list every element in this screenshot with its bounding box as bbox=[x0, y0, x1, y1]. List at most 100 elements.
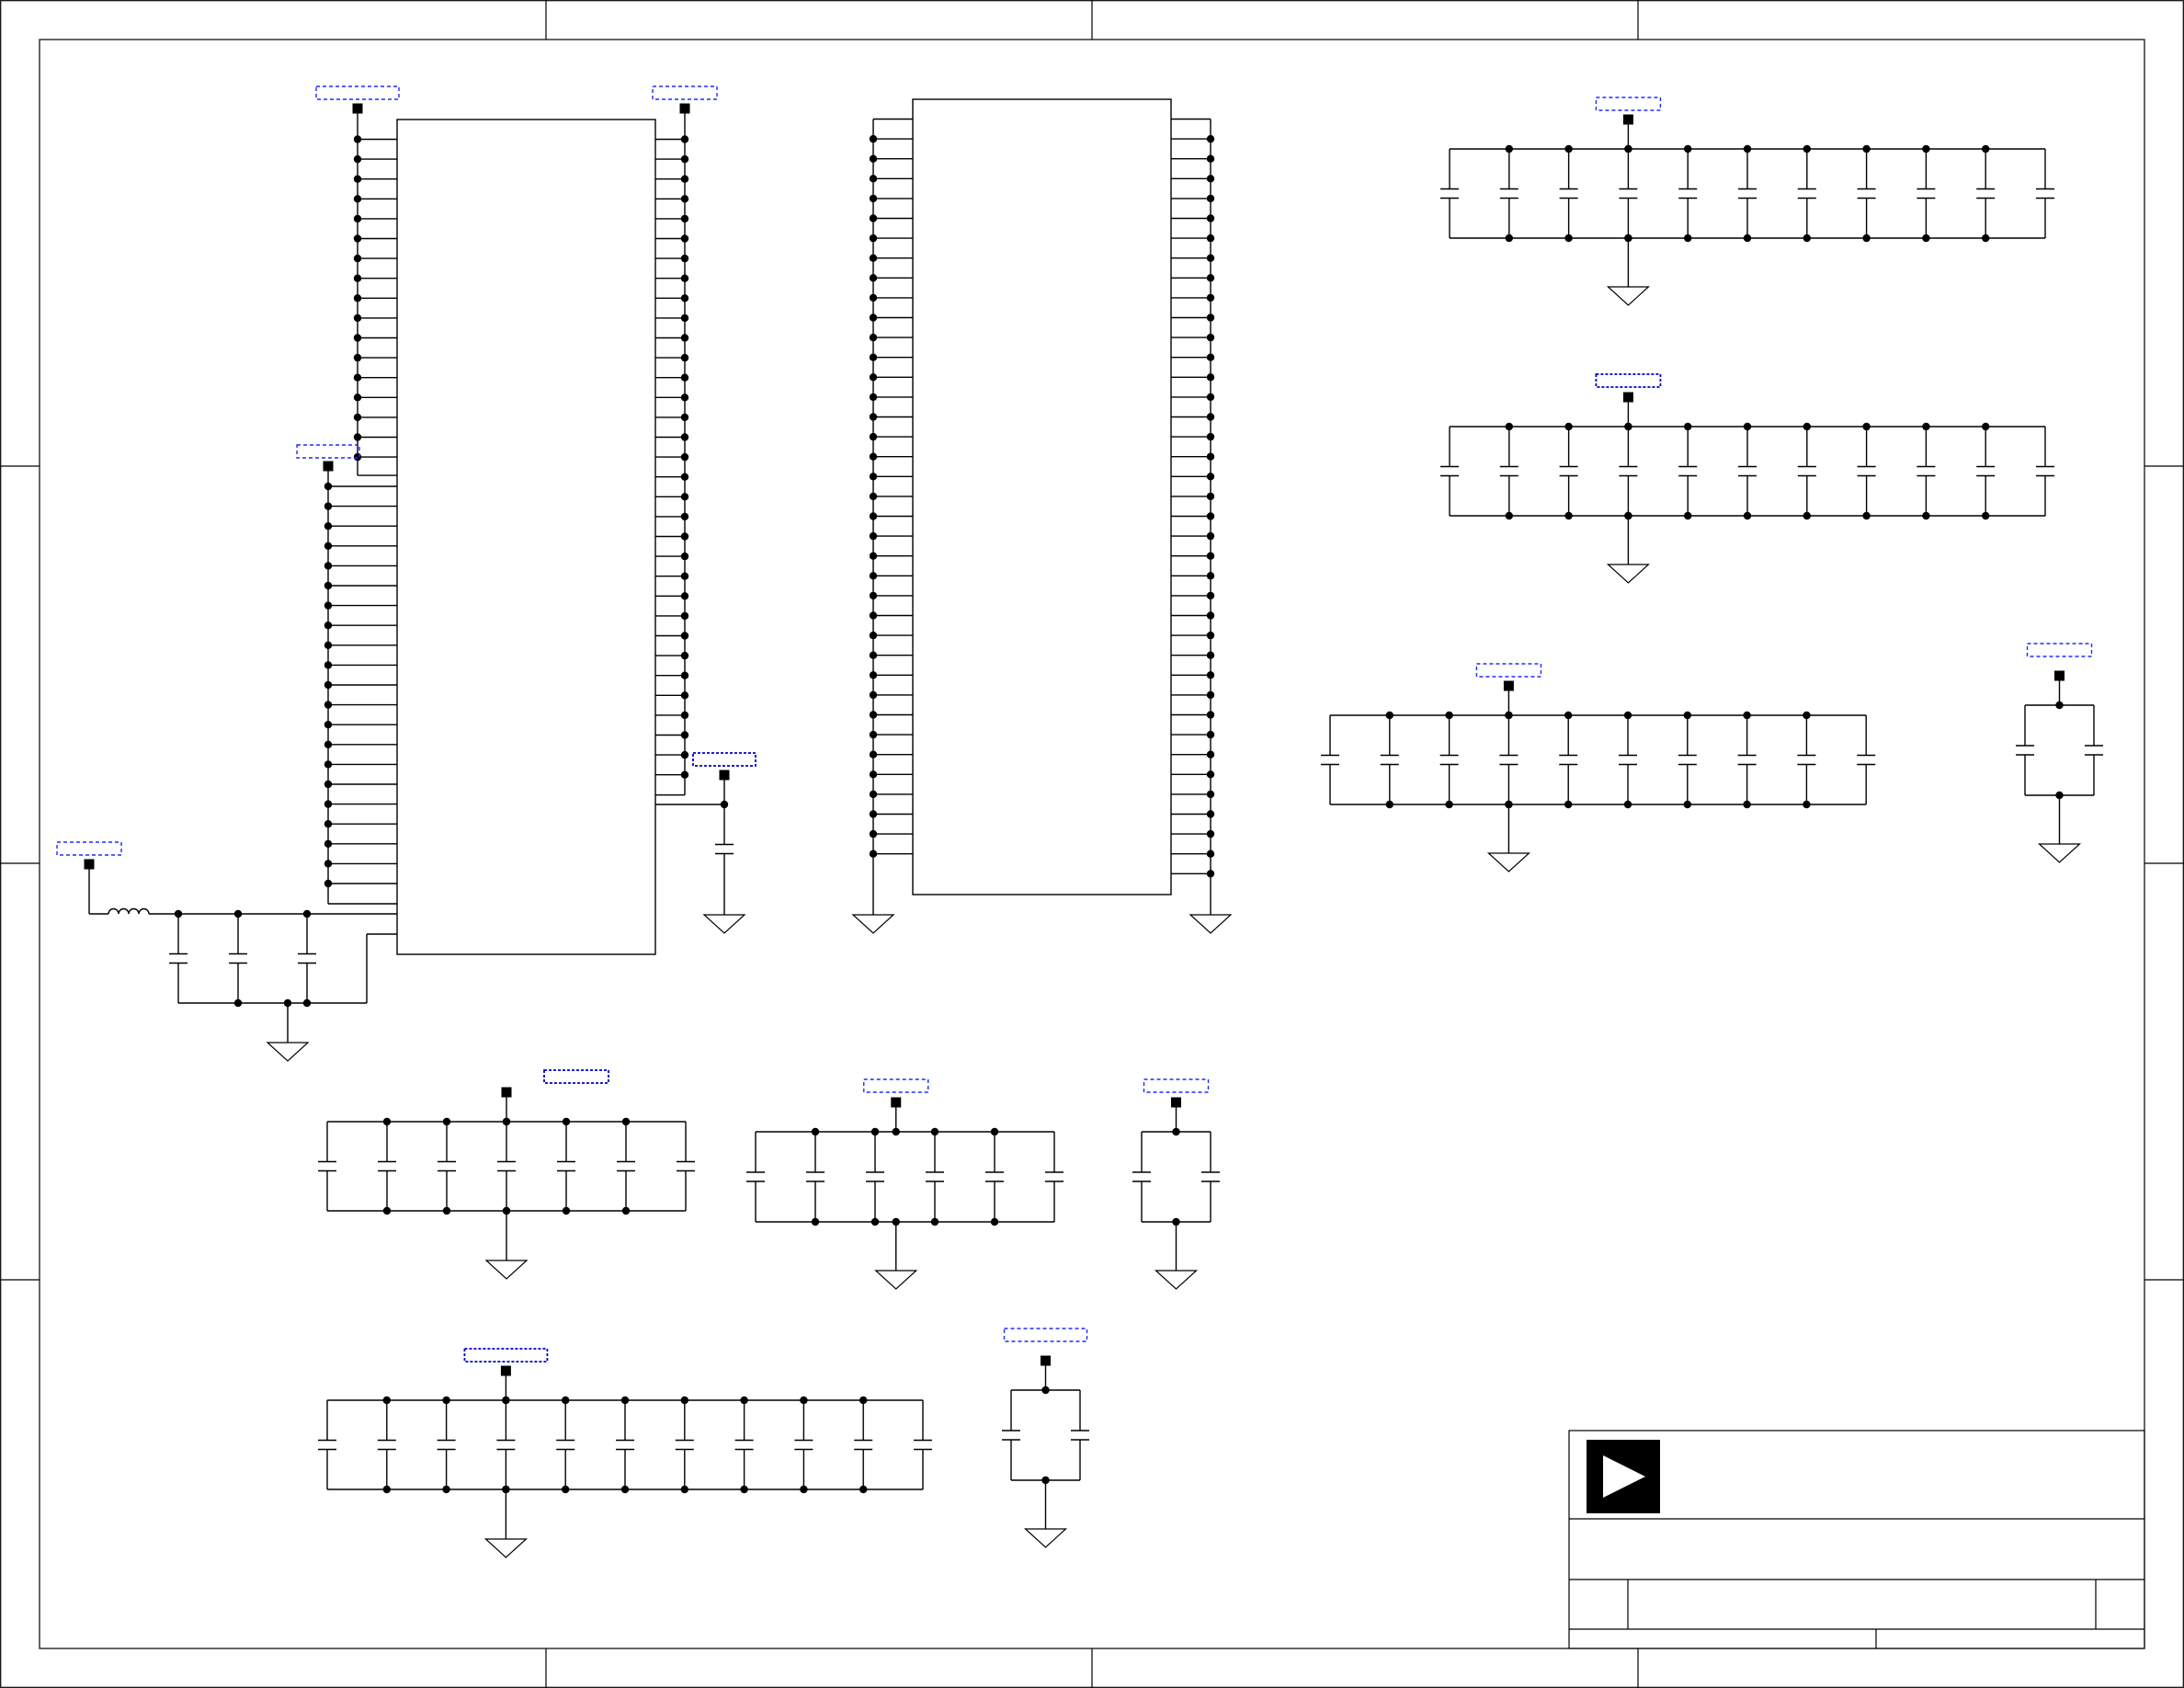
junction-dot bbox=[1206, 413, 1215, 421]
junction-dot bbox=[1982, 144, 1990, 154]
capacitor bbox=[1797, 715, 1816, 804]
junction-dot bbox=[1743, 711, 1751, 720]
junction-dot bbox=[1684, 511, 1692, 520]
junction-dot bbox=[1206, 452, 1215, 461]
decoupling-capacitor-groups bbox=[318, 97, 2103, 1558]
net-label bbox=[296, 444, 360, 459]
junction-dot bbox=[353, 254, 362, 263]
junction-dot bbox=[869, 711, 878, 719]
junction-dot bbox=[1922, 144, 1930, 154]
capacitor bbox=[1917, 427, 1936, 516]
ic-u1 bbox=[296, 86, 756, 955]
junction-dot bbox=[1206, 651, 1215, 659]
inductor-coil bbox=[108, 907, 150, 915]
capacitor bbox=[1499, 427, 1519, 516]
capacitor bbox=[2016, 705, 2034, 795]
capacitor bbox=[1559, 715, 1578, 804]
junction-dot bbox=[869, 154, 878, 163]
decoupling-group bbox=[746, 1078, 1064, 1290]
junction-dot bbox=[1623, 800, 1632, 809]
junction-dot bbox=[324, 680, 333, 690]
junction-dot bbox=[382, 1206, 392, 1215]
capacitor bbox=[1440, 427, 1459, 516]
junction-dot bbox=[869, 829, 878, 838]
junction-dot bbox=[680, 393, 689, 402]
junction-dot bbox=[1684, 144, 1692, 154]
junction-dot bbox=[353, 154, 362, 164]
net-label bbox=[543, 1069, 609, 1084]
junction-dot bbox=[869, 413, 878, 421]
capacitor bbox=[169, 914, 188, 1003]
junction-dot bbox=[324, 502, 333, 510]
junction-dot bbox=[324, 760, 333, 769]
junction-dot bbox=[1803, 144, 1812, 154]
junction-dot bbox=[620, 1485, 630, 1494]
junction-dot bbox=[1206, 274, 1215, 282]
junction-dot bbox=[680, 214, 689, 223]
junction-dot bbox=[1385, 711, 1394, 720]
junction-dot bbox=[680, 373, 689, 382]
junction-dot bbox=[324, 482, 333, 491]
junction-dot bbox=[1982, 234, 1990, 243]
junction-dot bbox=[680, 731, 689, 739]
junction-dot bbox=[680, 154, 689, 164]
junction-dot bbox=[680, 671, 689, 679]
junction-dot bbox=[1862, 422, 1871, 431]
junction-dot bbox=[680, 750, 689, 759]
junction-dot bbox=[621, 1117, 631, 1126]
junction-dot bbox=[1743, 800, 1751, 809]
junction-dot bbox=[1564, 511, 1573, 520]
junction-dot bbox=[869, 810, 878, 818]
junction-dot bbox=[680, 334, 689, 342]
junction-dot bbox=[869, 750, 878, 758]
ground-icon bbox=[874, 1270, 918, 1290]
junction-dot bbox=[1206, 473, 1215, 481]
capacitor bbox=[675, 1400, 694, 1489]
junction-dot bbox=[1206, 293, 1215, 302]
junction-dot bbox=[324, 661, 333, 669]
junction-dot bbox=[680, 512, 689, 521]
capacitor bbox=[1559, 427, 1578, 516]
capacitor bbox=[1071, 1390, 1089, 1480]
junction-dot bbox=[1206, 373, 1215, 382]
junction-dot bbox=[1982, 511, 1990, 520]
junction-dot bbox=[869, 512, 878, 520]
junction-dot bbox=[859, 1485, 868, 1494]
capacitor bbox=[377, 1400, 396, 1489]
junction-dot bbox=[680, 234, 689, 243]
junction-dot bbox=[1206, 711, 1215, 719]
junction-dot bbox=[233, 998, 243, 1008]
ic-body bbox=[912, 98, 1172, 895]
ground-icon bbox=[702, 914, 746, 934]
junction-dot bbox=[869, 552, 878, 560]
junction-dot bbox=[680, 353, 689, 362]
ground-triangle bbox=[1023, 1528, 1068, 1548]
junction-dot bbox=[930, 1217, 939, 1226]
capacitor bbox=[746, 1132, 765, 1222]
net-label bbox=[1475, 663, 1542, 678]
ground-triangle bbox=[851, 914, 895, 934]
junction-dot bbox=[680, 632, 689, 640]
play-triangle-logo-icon bbox=[1587, 1440, 1660, 1513]
junction-dot bbox=[870, 1127, 880, 1136]
ground-icon bbox=[266, 1042, 310, 1062]
junction-dot bbox=[1206, 512, 1215, 520]
junction-dot bbox=[353, 234, 362, 243]
junction-dot bbox=[353, 314, 362, 323]
junction-dot bbox=[1505, 422, 1514, 431]
junction-dot bbox=[869, 611, 878, 620]
junction-dot bbox=[324, 800, 333, 808]
capacitor bbox=[1857, 715, 1876, 804]
ground-triangle bbox=[1606, 286, 1650, 306]
junction-dot bbox=[324, 562, 333, 570]
junction-dot bbox=[869, 531, 878, 541]
junction-dot bbox=[1445, 800, 1453, 809]
junction-dot bbox=[1206, 572, 1215, 580]
net-label bbox=[652, 86, 718, 100]
capacitor bbox=[497, 1122, 516, 1211]
capacitor bbox=[734, 1400, 754, 1489]
ground-triangle bbox=[266, 1042, 310, 1062]
junction-dot bbox=[353, 135, 362, 143]
net-label bbox=[1143, 1078, 1210, 1093]
junction-dot bbox=[869, 591, 878, 600]
